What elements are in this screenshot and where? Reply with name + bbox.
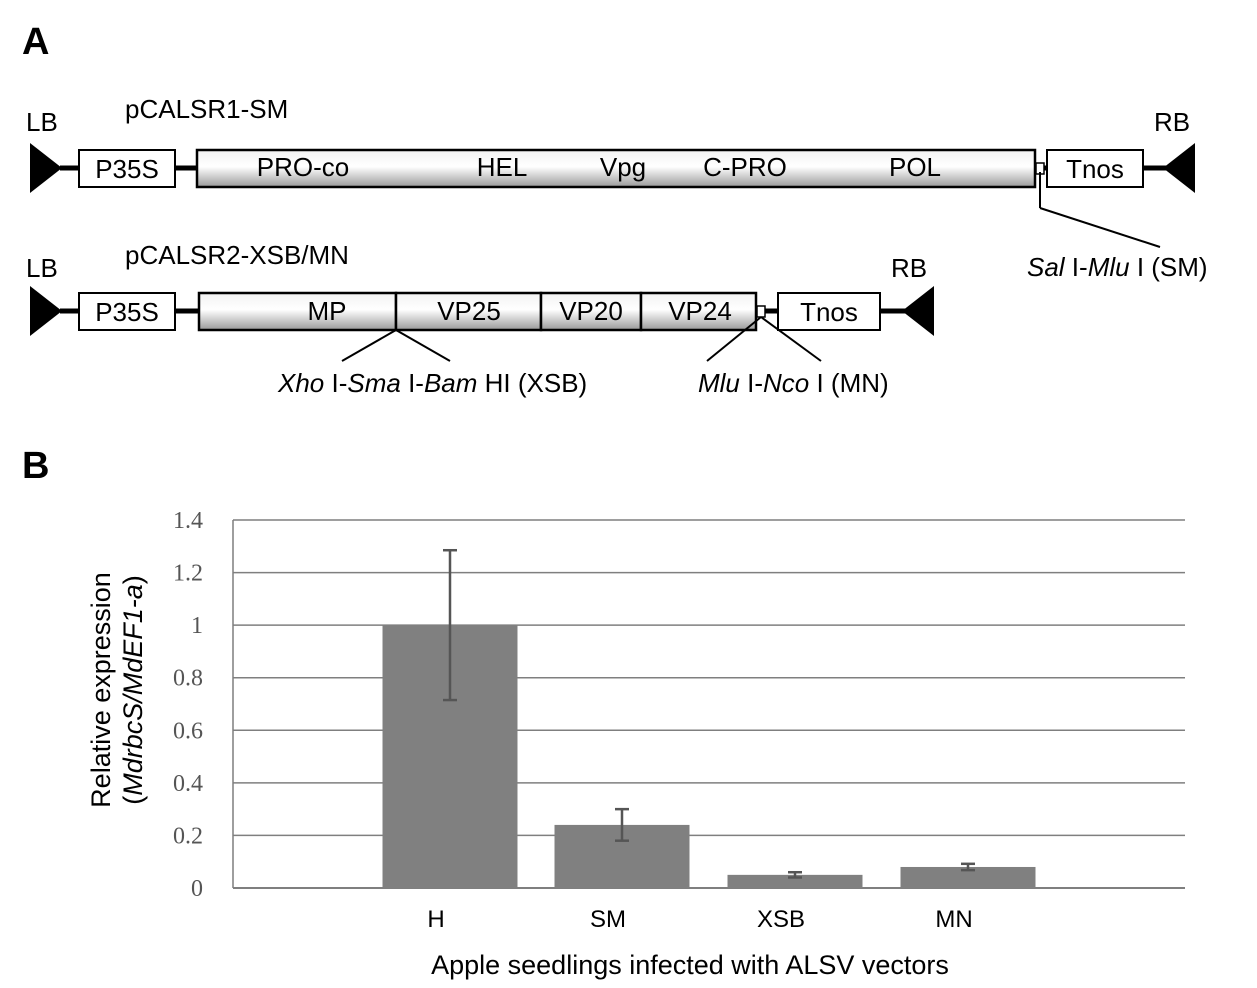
x-category-mn: MN	[935, 906, 972, 933]
y-tick-label: 0.6	[173, 718, 203, 744]
chart-error-bars	[443, 548, 975, 879]
bar-chart: 0 0.2 0.4 0.6 0.8 1 1.2 1.4 H SM XSB MN Relative e…	[86, 508, 1185, 980]
chart-x-title: Apple seedlings infected with ALSV vecto…	[431, 950, 949, 980]
ylabel-italic: MdrbcS/MdEF1-a	[118, 584, 148, 796]
construct1-site-line-b	[1039, 207, 1161, 248]
site-enzyme-sal: Sal	[1027, 252, 1066, 282]
construct2-rb-label: RB	[891, 253, 927, 283]
site-tail: I (SM)	[1130, 252, 1208, 282]
site-enzyme-mlu: Mlu	[1088, 252, 1130, 282]
construct1-seg-pol: POL	[889, 152, 941, 182]
construct2-site1-line-a	[341, 329, 397, 362]
site-enzyme-bam: Bam	[424, 368, 477, 398]
construct1-p35s-label: P35S	[95, 154, 159, 184]
site-sep: I-	[1065, 252, 1088, 282]
site-sep-mn: I-	[740, 368, 763, 398]
site-sep-2: I-	[401, 368, 424, 398]
construct1-seg-pro-co: PRO-co	[257, 152, 349, 182]
x-category-sm: SM	[590, 906, 626, 933]
error-bar-xsb	[788, 870, 802, 879]
x-category-xsb: XSB	[757, 906, 805, 933]
construct2-p35s-box	[78, 292, 176, 331]
bar-mn	[900, 866, 1036, 888]
construct1-seg-vpg: Vpg	[600, 152, 646, 182]
y-tick-label: 0.4	[173, 771, 203, 797]
construct2-seg-mp-box	[197, 291, 398, 332]
construct2-seg-vp25-box	[394, 291, 543, 332]
construct2-seg-vp20: VP20	[559, 296, 623, 326]
construct2-seg-vp20-box	[539, 291, 643, 332]
construct2-lb-label: LB	[26, 253, 58, 283]
chart-bars	[382, 625, 1036, 888]
chart-x-categories: H SM XSB MN	[427, 906, 972, 933]
construct1-rb-label: RB	[1154, 107, 1190, 137]
construct2-seg-vp24-box	[639, 291, 758, 332]
ylabel-open-paren: (	[118, 796, 148, 805]
site-tail-mn: I (MN)	[809, 368, 888, 398]
x-category-h: H	[427, 906, 444, 933]
site-tail-xsb: HI (XSB)	[477, 368, 587, 398]
construct1-gene-box	[195, 148, 1037, 189]
site-sep-1: I-	[324, 368, 347, 398]
construct2-name: pCALSR2-XSB/MN	[125, 240, 349, 270]
construct2-tnos-label: Tnos	[800, 297, 858, 327]
construct1-tnos-label: Tnos	[1066, 154, 1124, 184]
site-enzyme-xho: Xho	[277, 368, 324, 398]
construct2-rb-triangle	[902, 286, 934, 336]
error-bar-mn	[961, 862, 975, 872]
construct-2: LB pCALSR2-XSB/MN RB P35S MP VP25 VP20 V…	[26, 240, 934, 398]
site-enzyme-mlu-2: Mlu	[698, 368, 740, 398]
construct1-site-label: Sal I-Mlu I (SM)	[1027, 252, 1208, 282]
construct2-linker	[756, 305, 766, 318]
construct2-site2-label: Mlu I-Nco I (MN)	[698, 368, 889, 398]
site-enzyme-nco: Nco	[763, 368, 809, 398]
chart-y-ticks: 0 0.2 0.4 0.6 0.8 1 1.2 1.4	[173, 508, 203, 902]
y-tick-label: 1.2	[173, 561, 203, 587]
construct1-rb-triangle	[1163, 143, 1195, 193]
construct2-site2-line-b	[760, 316, 822, 362]
construct1-p35s-box	[78, 149, 176, 188]
construct1-lb-triangle	[30, 143, 62, 193]
y-tick-label: 0.8	[173, 666, 203, 692]
construct1-tnos-box	[1046, 149, 1144, 188]
construct2-seg-vp24: VP24	[668, 296, 732, 326]
y-tick-label: 0.2	[173, 823, 203, 849]
construct2-p35s-label: P35S	[95, 297, 159, 327]
bar-xsb	[727, 874, 863, 888]
construct-1: LB pCALSR1-SM RB P35S PRO-co HEL Vpg C-P…	[26, 94, 1208, 282]
chart-y-title-line1: Relative expression	[86, 572, 116, 808]
construct1-name: pCALSR1-SM	[125, 94, 288, 124]
construct2-site1-label: Xho I-Sma I-Bam HI (XSB)	[277, 368, 587, 398]
error-bar-h	[443, 548, 457, 702]
construct2-lb-triangle	[30, 286, 62, 336]
site-enzyme-sma: Sma	[347, 368, 400, 398]
chart-y-title-line2: (MdrbcS/MdEF1-a)	[118, 575, 148, 805]
y-tick-label: 1.4	[173, 508, 203, 534]
panel-a-letter: A	[22, 21, 49, 63]
construct2-seg-vp25: VP25	[437, 296, 501, 326]
construct2-tnos-box	[777, 292, 881, 331]
y-tick-label: 1	[191, 613, 203, 639]
ylabel-close-paren: )	[118, 575, 148, 584]
y-tick-label: 0	[191, 876, 203, 902]
panel-b-letter: B	[22, 445, 49, 487]
chart-grid	[232, 519, 1185, 889]
construct1-lb-label: LB	[26, 107, 58, 137]
construct1-seg-c-pro: C-PRO	[703, 152, 787, 182]
construct2-site1-line-b	[395, 329, 451, 362]
construct2-site2-line-a	[706, 316, 762, 362]
construct1-seg-hel: HEL	[477, 152, 528, 182]
construct2-seg-mp: MP	[308, 296, 347, 326]
error-bar-sm	[615, 807, 629, 842]
